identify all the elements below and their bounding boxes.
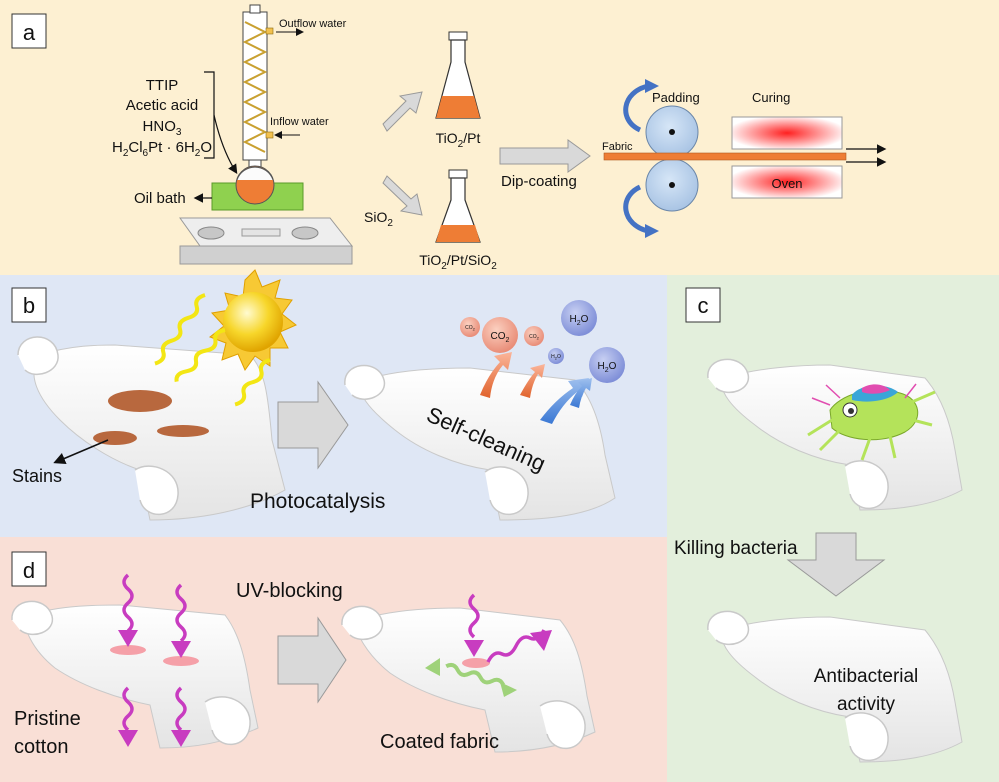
coated-fabric-label: Coated fabric [380,731,499,753]
reagent-hno3: HNO3 [143,118,182,138]
fabric-scroll-b-right [344,364,616,521]
co2-release-arrow-2 [520,364,545,398]
uv-wave-coated-in [468,593,480,639]
co2-molecule-small-2: CO2 [524,326,544,346]
svg-text:H2O: H2O [570,314,589,327]
antibacterial-activity-line2: activity [837,694,896,715]
panel-label-d: d [11,551,47,587]
arrow-to-tio2-pt [382,91,423,132]
photocatalysis-label: Photocatalysis [250,490,385,513]
panel-a-background [0,0,999,275]
uv-wave-reflected [486,629,546,663]
uv-spot-2 [163,656,199,666]
fabric-scroll-d-right [341,605,596,753]
svg-text:a: a [23,20,36,45]
tio2-pt-sio2-label: TiO2/Pt/SiO2 [419,252,497,272]
h2o-molecule-large-2: H2O [589,347,625,383]
top-roller-rotation-arrow [623,83,649,133]
sun-icon [208,269,297,372]
panel-label-a: a [11,13,47,49]
curing-oven-bottom [731,165,843,199]
padding-label: Padding [652,90,700,105]
curing-label: Curing [752,90,790,105]
bacterium-icon [807,383,936,461]
arrow-to-tio2-pt-sio2 [382,175,423,216]
fabric-scroll-d-left [11,600,259,749]
uv-wave-2-through [175,686,187,732]
h2o-release-arrow-1 [540,378,589,424]
light-wave-1 [154,293,206,366]
oil-bath-label: Oil bath [134,190,186,207]
tio2-pt-label: TiO2/Pt [436,130,481,150]
dip-coating-label: Dip-coating [501,173,577,190]
uv-wave-2-in [175,583,187,643]
light-wave-3 [234,358,271,407]
curing-oven-top [731,116,843,150]
reagent-arrow [213,114,238,175]
fabric-scroll-c-bottom [707,610,963,763]
svg-text:CO2: CO2 [491,331,510,344]
uv-wave-1-in [122,573,134,633]
sio2-label: SiO2 [364,209,393,229]
outflow-water-label: Outflow water [279,18,347,30]
uv-blocking-label: UV-blocking [236,580,343,602]
stains-arrow [53,439,109,465]
pristine-cotton-line1: Pristine [14,708,81,730]
reagent-h2ptcl6: H2Cl6Pt · 6H2O [112,139,212,159]
killing-bacteria-label: Killing bacteria [674,538,798,559]
co2-release-arrow-1 [480,352,512,398]
dip-coating-arrow [499,139,591,173]
hotplate [179,217,354,265]
reagent-acetic-acid: Acetic acid [126,97,199,114]
svg-text:d: d [23,558,35,583]
inflow-water-label: Inflow water [270,116,329,128]
panel-label-b: b [11,287,47,323]
panel-label-c: c [685,287,721,323]
fabric-strip [603,152,847,161]
uv-blocking-arrow [277,616,347,704]
co2-molecule-large: CO2 [482,317,518,353]
svg-text:H2O: H2O [598,361,617,374]
svg-text:b: b [23,293,35,318]
uv-wave-1-through [122,686,134,732]
uv-spot-coated [462,658,490,668]
flask-tio2-pt-sio2 [435,169,481,243]
co2-molecule-small-1: CO2 [460,317,480,337]
light-wave-2 [174,328,226,382]
h2o-molecule-small: H2O [548,348,564,364]
stains-label: Stains [12,466,62,486]
h2o-release-arrow-2 [570,378,592,408]
stain-2 [157,425,209,437]
svg-text:H2O: H2O [551,354,561,361]
svg-text:CO2: CO2 [529,334,540,341]
flask-tio2-pt [435,31,481,119]
uv-spot-1 [110,645,146,655]
svg-text:c: c [698,293,709,318]
pristine-cotton-line2: cotton [14,736,68,758]
svg-text:CO2: CO2 [465,325,476,332]
green-wave-scattered [445,662,506,686]
oven-label: Oven [771,176,802,191]
killing-bacteria-arrow [786,532,886,597]
bottom-roller-rotation-arrow [623,184,649,234]
photocatalysis-arrow [277,380,349,470]
fabric-label: Fabric [602,141,633,153]
h2o-molecule-large-1: H2O [561,300,597,336]
antibacterial-activity-line1: Antibacterial [814,666,919,687]
reagent-ttip: TTIP [146,77,179,94]
stain-1 [108,390,172,412]
